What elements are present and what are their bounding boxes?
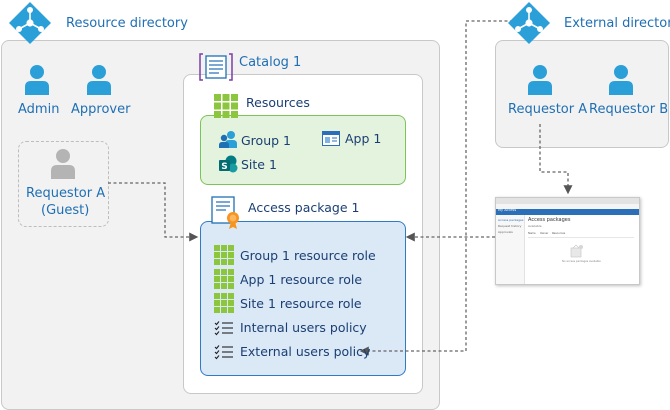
catalog-title: Catalog 1 — [239, 55, 302, 70]
grid-icon — [214, 245, 234, 265]
portal-empty-text: No access packages available — [562, 260, 601, 263]
resources-grid-icon — [214, 94, 238, 118]
portal-sidebar: Access packages Request history Approval… — [496, 215, 525, 284]
portal-subheading: Available — [528, 224, 542, 228]
guest-label-line1: Requestor A — [26, 186, 106, 201]
external-requestor-b-label: Requestor B — [589, 102, 669, 117]
sharepoint-icon: S — [219, 155, 238, 173]
guest-box — [18, 141, 109, 227]
azure-ad-diamond-icon — [9, 2, 51, 44]
portal-heading: Access packages — [528, 217, 571, 223]
checklist-icon — [214, 345, 233, 360]
resources-title: Resources — [246, 95, 310, 110]
portal-nav-item: Request history — [498, 224, 522, 228]
approver-user-icon — [87, 65, 111, 95]
resource-site-label: Site 1 — [241, 157, 277, 172]
external-requestor-b-icon — [609, 65, 633, 95]
catalog-icon — [199, 53, 233, 81]
grid-icon — [214, 293, 234, 313]
svg-text:S: S — [221, 162, 227, 172]
empty-state-icon — [570, 244, 583, 258]
checklist-icon — [214, 321, 233, 336]
portal-tab: Name — [528, 232, 536, 235]
admin-user-icon — [25, 65, 49, 95]
resources-panel — [200, 115, 406, 185]
grid-icon — [214, 269, 234, 289]
browser-tabbar — [496, 198, 639, 204]
external-directory-panel — [495, 40, 669, 148]
portal-header-bar: My Access — [496, 208, 639, 215]
guest-user-icon — [51, 149, 75, 179]
group-resource-role-label: Group 1 resource role — [240, 248, 376, 263]
my-access-portal-thumbnail: My Access Access packages Request histor… — [495, 197, 640, 285]
portal-nav-item: Approvals — [498, 230, 513, 234]
group-icon — [219, 131, 237, 148]
access-package-panel — [200, 221, 406, 376]
app-window-icon — [322, 131, 340, 146]
guest-label-line2: (Guest) — [41, 203, 90, 218]
external-requestor-a-label: Requestor A — [508, 102, 588, 117]
approver-label: Approver — [71, 102, 131, 117]
portal-nav-item: Access packages — [498, 218, 524, 222]
internal-users-policy-label: Internal users policy — [240, 320, 367, 335]
resource-app-label: App 1 — [345, 131, 382, 146]
external-directory-title: External directory — [564, 16, 670, 31]
app-resource-role-label: App 1 resource role — [240, 272, 363, 287]
portal-tab: Resources — [552, 232, 566, 235]
azure-ad-diamond-icon — [508, 2, 550, 44]
external-users-policy-label: External users policy — [240, 344, 371, 359]
resource-group-label: Group 1 — [241, 133, 291, 148]
resource-directory-title: Resource directory — [66, 16, 188, 31]
external-requestor-a-icon — [528, 65, 552, 95]
portal-tab: Owner — [540, 232, 549, 235]
access-package-title: Access package 1 — [248, 200, 360, 215]
portal-divider — [528, 237, 634, 238]
admin-label: Admin — [18, 102, 60, 117]
access-package-certificate-icon — [211, 196, 239, 229]
site-resource-role-label: Site 1 resource role — [240, 296, 362, 311]
portal-brand: My Access — [498, 208, 517, 212]
